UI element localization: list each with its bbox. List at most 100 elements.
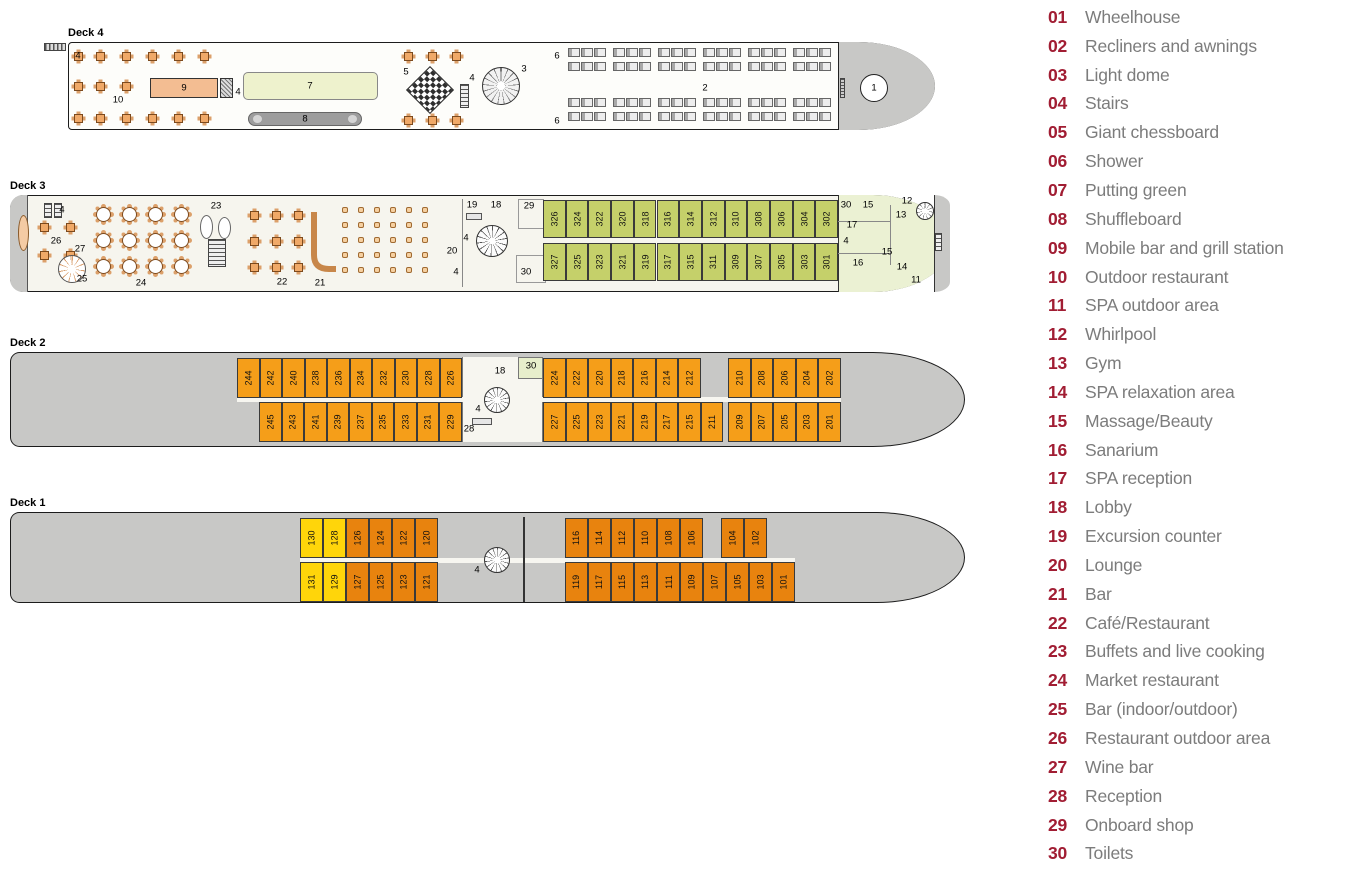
cabin-number: 124 [375,530,386,546]
recliner-icon [703,48,715,57]
recliner-icon [594,112,606,121]
cabin-102: 102 [744,518,767,558]
cabin-number: 324 [572,211,583,227]
cabin-122: 122 [392,518,415,558]
cabin-number: 321 [617,254,628,270]
cabin-320: 320 [611,200,634,238]
cabin-327: 327 [543,243,566,281]
seat-icon [406,237,412,243]
cabin-208: 208 [750,358,773,398]
cabin-307: 307 [747,243,770,281]
cabin-number: 231 [422,414,433,430]
cabin-219: 219 [633,402,656,442]
marker-26: 26 [50,235,62,247]
table-icon [250,211,259,220]
cabin-number: 117 [594,574,605,590]
cabin-105: 105 [726,562,749,602]
cabin-241: 241 [304,402,327,442]
cabin-131: 131 [300,562,323,602]
marker-27: 27 [74,243,86,255]
legend-item-number: 16 [1048,439,1068,460]
table-icon [74,52,83,61]
table-icon [428,52,437,61]
table-icon [96,82,105,91]
marker-20: 20 [446,245,458,257]
legend-item-label: Lobby [1085,497,1132,518]
cabin-number: 326 [549,211,560,227]
toilet-room-shape [518,357,543,379]
cabin-number: 241 [310,414,321,430]
recliner-icon [639,98,651,107]
cabin-number: 230 [400,370,411,386]
seat-icon [374,222,380,228]
cabin-number: 203 [801,414,812,430]
cabin-number: 239 [332,414,343,430]
table-icon [174,114,183,123]
table-icon [122,114,131,123]
cabin-number: 233 [400,414,411,430]
recliner-icon [581,62,593,71]
table-icon [40,223,49,232]
cabin-203: 203 [795,402,818,442]
cabin-130: 130 [300,518,323,558]
seat-icon [422,237,428,243]
seat-icon [390,237,396,243]
cabin-318: 318 [633,200,657,238]
marker-4: 4 [469,72,475,84]
cabin-number: 115 [617,574,628,590]
cabin-319: 319 [633,243,657,281]
spiral-stairs-icon [484,387,510,413]
table-icon [250,263,259,272]
cabin-236: 236 [327,358,350,398]
mast-icon [840,78,845,98]
cabin-123: 123 [392,562,415,602]
cabin-number: 217 [661,414,672,430]
cabin-211: 211 [700,402,723,442]
grill-station-shape [220,78,233,98]
cabin-number: 303 [799,254,810,270]
stairs-icon [208,239,226,267]
recliner-icon [626,48,638,57]
cabin-231: 231 [416,402,439,442]
round-table-icon [174,207,189,222]
legend-item-number: 01 [1048,6,1068,27]
cabin-216: 216 [633,358,656,398]
round-table-icon [148,259,163,274]
cabin-number: 104 [727,530,738,546]
recliner-icon [568,48,580,57]
cabin-number: 122 [398,530,409,546]
cabin-243: 243 [281,402,304,442]
seat-icon [358,207,364,213]
table-icon [452,116,461,125]
cabin-number: 214 [661,370,672,386]
legend-item-number: 06 [1048,151,1068,172]
table-icon [74,82,83,91]
cabin-214: 214 [655,358,678,398]
cabin-number: 240 [288,370,299,386]
marker-4: 4 [235,86,241,98]
table-icon [404,116,413,125]
cabin-128: 128 [323,518,346,558]
wheelhouse-shape [860,74,888,102]
cabin-number: 312 [708,211,719,227]
cabin-number: 311 [708,254,719,270]
cabin-228: 228 [417,358,440,398]
recliner-icon [581,98,593,107]
marker-2: 2 [702,82,708,94]
marker-30: 30 [520,266,532,278]
deck-1-label: Deck 1 [10,497,46,509]
cabin-number: 232 [378,370,389,386]
legend-item-label: Reception [1085,785,1163,806]
partition-line [462,199,463,287]
